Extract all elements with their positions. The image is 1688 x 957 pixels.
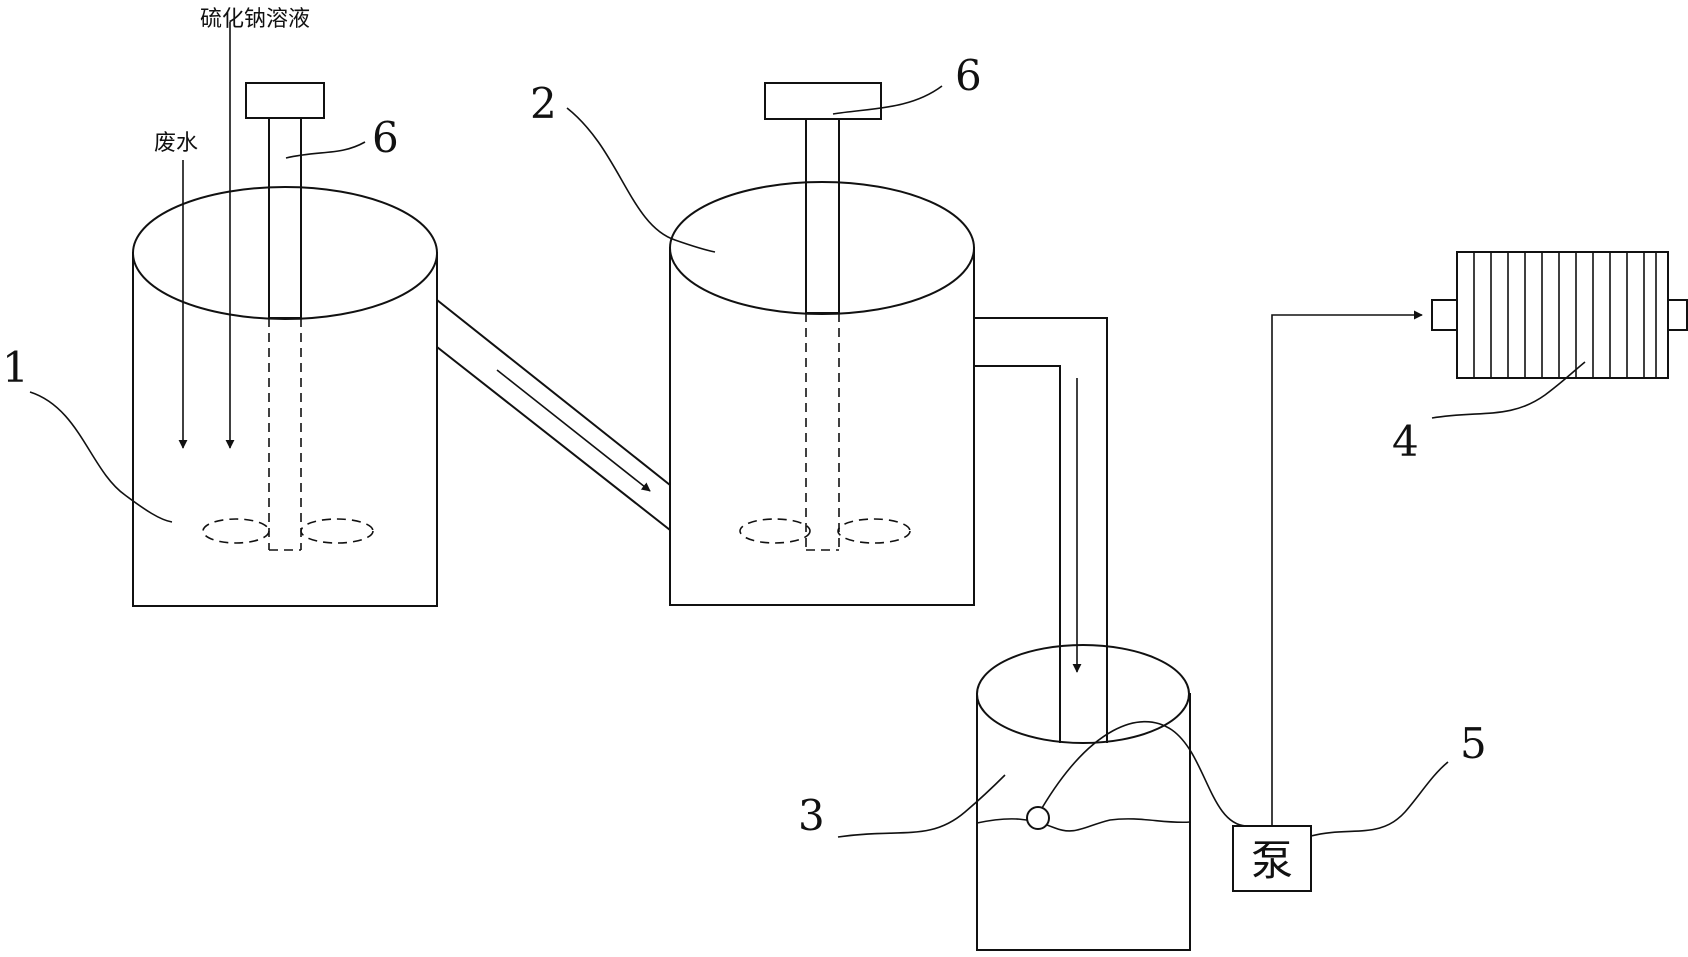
tank-2-top [669,181,975,315]
pipe-tank1-to-tank2 [436,299,671,531]
pipe-inner-wall [974,365,1061,743]
leader-line-6-middle [832,85,943,115]
filter-press-outlet-nozzle [1667,299,1688,331]
sodium-sulfide-solution-label: 硫化钠溶液 [200,7,310,32]
pump: 泵 [1232,825,1312,892]
suction-hose [1041,721,1247,827]
tank-1 [132,117,438,607]
leader-line-4 [1431,361,1586,419]
pipe-tank2-to-tank3 [974,317,1108,743]
leader-line-6-left [285,141,366,159]
tank-2 [669,115,975,606]
tank-3-liquid-surface [976,818,1191,832]
stirrer-left-number: 6 [372,113,399,162]
pipe-outer-wall [974,317,1108,743]
tank-1-number: 1 [2,343,29,392]
stirrer-middle-number: 6 [955,51,982,100]
filter-press-number: 4 [1392,417,1419,466]
pipe-upper-wall [436,299,671,486]
filter-press [1431,251,1688,379]
tank-3-suction-inlet [1026,806,1050,830]
stirrer-motor-middle [764,82,882,120]
stirrer-motor-left [245,82,325,119]
tank-1-impeller-right [300,518,374,544]
pump-box [1232,825,1312,892]
tank-1-top [132,186,438,320]
tank-2-number: 2 [530,79,557,128]
leader-line-1 [29,391,173,523]
pump-text: 泵 [1251,836,1293,885]
filter-press-plates [1473,252,1657,378]
tank-1-impeller-left [202,518,270,544]
tank-3-top [976,644,1190,744]
wastewater-label: 废水 [154,131,198,156]
filter-press-inlet-nozzle [1431,299,1458,331]
pump-number: 5 [1460,719,1487,768]
tank-2-impeller-right [837,518,911,544]
flow-arrow-tank1-to-tank2 [496,369,651,492]
leader-line-3 [837,774,1006,838]
filter-press-body [1456,251,1669,379]
leader-line-5 [1310,761,1449,837]
tank-3 [976,644,1191,951]
tank-2-impeller-left [739,518,811,544]
leader-line-2 [566,107,716,253]
pipe-lower-wall [436,346,671,531]
tank-3-number: 3 [798,791,825,840]
discharge-line [1271,310,1423,826]
